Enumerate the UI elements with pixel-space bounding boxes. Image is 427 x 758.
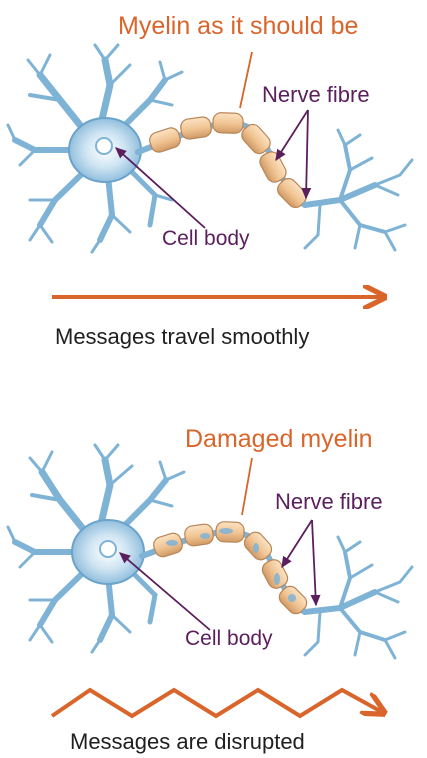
top-nerve-fibre-label: Nerve fibre bbox=[262, 84, 370, 106]
bottom-caption: Messages are disrupted bbox=[70, 731, 305, 753]
bottom-nucleus bbox=[100, 541, 116, 557]
bottom-title-pointer bbox=[242, 458, 252, 515]
bottom-title: Damaged myelin bbox=[185, 427, 373, 452]
top-axon-terminal bbox=[305, 130, 412, 250]
bottom-myelin-sheath bbox=[152, 522, 310, 617]
top-cell-body-label: Cell body bbox=[162, 228, 250, 249]
top-myelin-sheath bbox=[148, 112, 310, 210]
top-nucleus bbox=[96, 138, 112, 154]
top-cell-pointer bbox=[116, 148, 205, 228]
top-title: Myelin as it should be bbox=[118, 14, 358, 39]
bottom-axon-terminal bbox=[305, 537, 412, 658]
top-neuron bbox=[8, 45, 412, 252]
bottom-nerve-fibre-label: Nerve fibre bbox=[275, 491, 383, 513]
top-title-pointer bbox=[240, 52, 252, 108]
disrupted-arrow bbox=[52, 690, 382, 716]
bottom-cell-pointer bbox=[120, 553, 210, 630]
top-caption: Messages travel smoothly bbox=[55, 326, 309, 348]
bottom-cell-body-label: Cell body bbox=[185, 628, 273, 649]
